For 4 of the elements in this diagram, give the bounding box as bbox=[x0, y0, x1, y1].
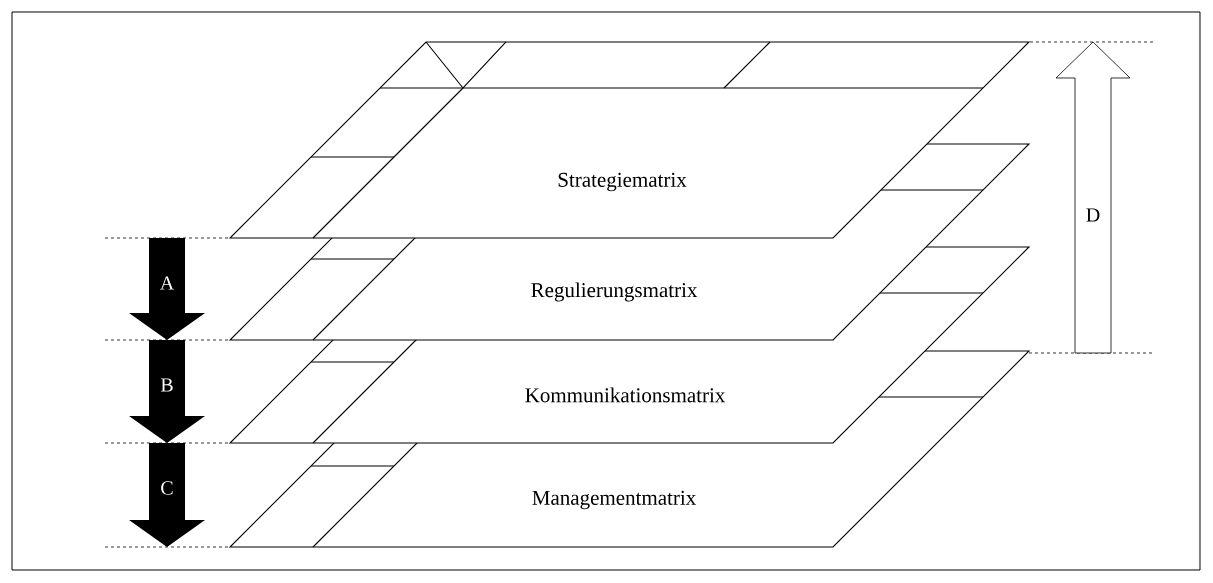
layer-label: Regulierungsmatrix bbox=[531, 282, 698, 302]
layer-label: Strategiematrix bbox=[558, 172, 687, 192]
layer-label: Managementmatrix bbox=[532, 490, 696, 510]
layer-label: Kommunikationsmatrix bbox=[525, 387, 726, 403]
